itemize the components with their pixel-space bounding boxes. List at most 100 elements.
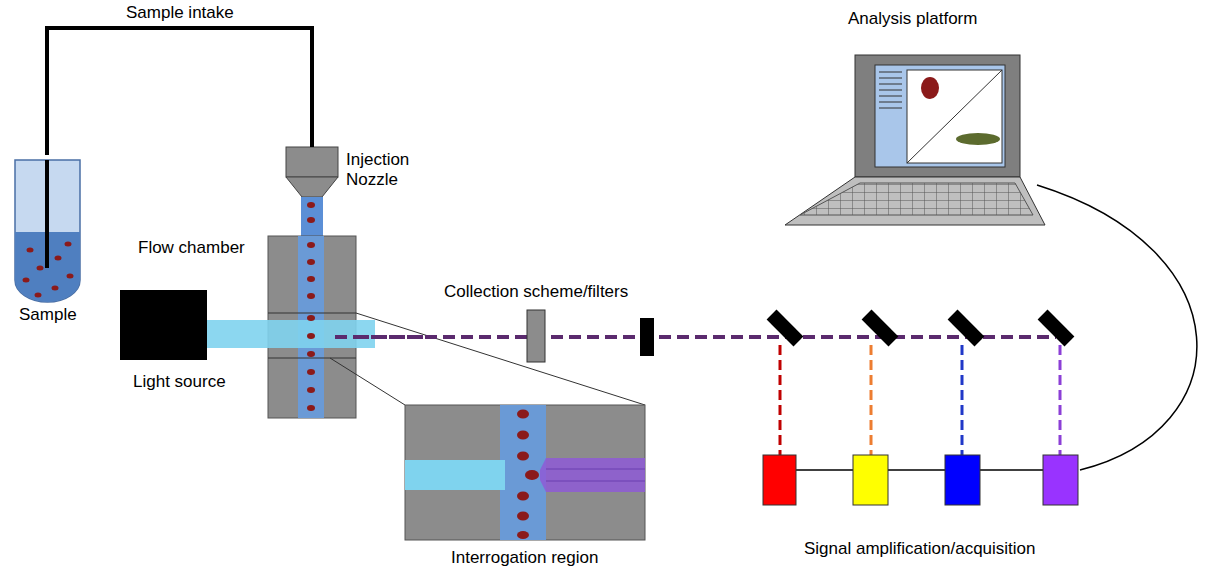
- connector: [1037, 185, 1197, 470]
- collection-node: Collection scheme/filters: [432, 282, 640, 364]
- connector-line: [47, 28, 312, 155]
- cell: [517, 531, 529, 539]
- node-label: Sample: [19, 305, 77, 325]
- cell: [67, 274, 74, 279]
- keyboard: [800, 183, 1033, 215]
- intake-tube: [45, 160, 49, 268]
- node-label: Injection Nozzle: [346, 150, 430, 190]
- cell: [517, 452, 529, 461]
- zoom-line: [356, 313, 645, 405]
- light-source: [120, 290, 207, 360]
- cell: [525, 470, 539, 480]
- light-beam: [207, 320, 375, 348]
- zoom-line: [330, 358, 405, 405]
- cell: [27, 248, 34, 253]
- mirrors: [767, 310, 1075, 347]
- dichroic-mirror: [767, 310, 804, 347]
- analysis-node: Analysis platform: [780, 6, 1045, 228]
- light-source-node: Light source: [112, 290, 247, 394]
- sample-stream: [301, 197, 323, 237]
- channel-path: [779, 345, 782, 455]
- cell: [517, 431, 529, 440]
- cell: [307, 259, 315, 265]
- cell: [37, 266, 44, 271]
- node-label: Flow chamber: [138, 238, 245, 258]
- laptop-screen: [855, 55, 1020, 177]
- interrogation-node: Interrogation region: [405, 405, 645, 570]
- cell: [517, 492, 529, 501]
- node-label: Collection scheme/filters: [444, 282, 628, 302]
- plot-population: [956, 133, 1000, 145]
- collection-optic: [527, 310, 545, 362]
- cell: [307, 202, 315, 208]
- connector: [357, 337, 432, 338]
- signal-node: Signal amplification/acquisition: [755, 450, 1085, 562]
- stream-cells: [307, 202, 315, 411]
- cell: [307, 351, 315, 357]
- filter: [640, 318, 654, 356]
- cell: [23, 278, 30, 283]
- cell: [517, 512, 529, 521]
- sidebar-line: [879, 78, 902, 79]
- connector: [47, 28, 312, 155]
- sidebar-line: [879, 84, 902, 85]
- cell: [307, 315, 315, 321]
- nozzle-node: Injection Nozzle: [284, 147, 430, 202]
- detector: [853, 455, 888, 505]
- node-label: Light source: [133, 372, 226, 392]
- emission-path: [335, 335, 1056, 339]
- zoom-beam-out: [540, 458, 645, 492]
- cell: [307, 387, 315, 393]
- dichroic-mirror: [948, 310, 985, 347]
- plot-diagonal: [907, 70, 1002, 163]
- detector: [945, 455, 980, 505]
- plot-area: [907, 70, 1002, 163]
- cell: [52, 286, 59, 291]
- node-label: Analysis platform: [848, 9, 977, 29]
- zoom-cells: [517, 410, 539, 540]
- cell: [307, 276, 315, 282]
- cell: [307, 369, 315, 375]
- dichroic-mirror: [1038, 310, 1075, 347]
- zoom-stream: [500, 405, 546, 540]
- cell: [55, 256, 62, 261]
- plot-population: [921, 77, 939, 99]
- cell: [307, 242, 315, 248]
- cell: [35, 293, 42, 298]
- node-label: Signal amplification/acquisition: [804, 539, 1036, 559]
- dichroic-mirror: [862, 310, 899, 347]
- detector: [763, 455, 796, 505]
- sidebar-line: [879, 96, 902, 97]
- connector-line: [357, 335, 432, 339]
- cell: [65, 242, 72, 247]
- sidebar-line: [879, 108, 902, 109]
- cell: [307, 217, 315, 223]
- nozzle-tip: [286, 177, 338, 197]
- detector: [1043, 455, 1078, 505]
- sample-tube: [15, 160, 80, 302]
- sample-tube-node: Sample: [5, 155, 90, 327]
- band-line: [268, 313, 356, 314]
- screen-display: [875, 65, 1005, 167]
- sidebar-line: [879, 90, 902, 91]
- cell: [517, 410, 529, 419]
- nozzle-body: [286, 147, 338, 177]
- zoom-box: [405, 405, 645, 540]
- sidebar-lines: [879, 72, 902, 108]
- detector-bus: [796, 469, 1043, 471]
- edge-label: Sample intake: [123, 3, 237, 23]
- sidebar-line: [879, 72, 902, 73]
- connector-line: [1037, 185, 1197, 470]
- channel-path: [870, 345, 873, 455]
- sidebar-line: [879, 102, 902, 103]
- band-line: [268, 358, 356, 359]
- laptop-base: [785, 177, 1045, 225]
- node-label: Interrogation region: [451, 548, 598, 568]
- cell: [307, 333, 315, 339]
- cell: [307, 293, 315, 299]
- cell: [307, 405, 315, 411]
- channel-path: [1059, 345, 1062, 455]
- channel-path: [961, 345, 964, 455]
- beam-line: [546, 469, 645, 470]
